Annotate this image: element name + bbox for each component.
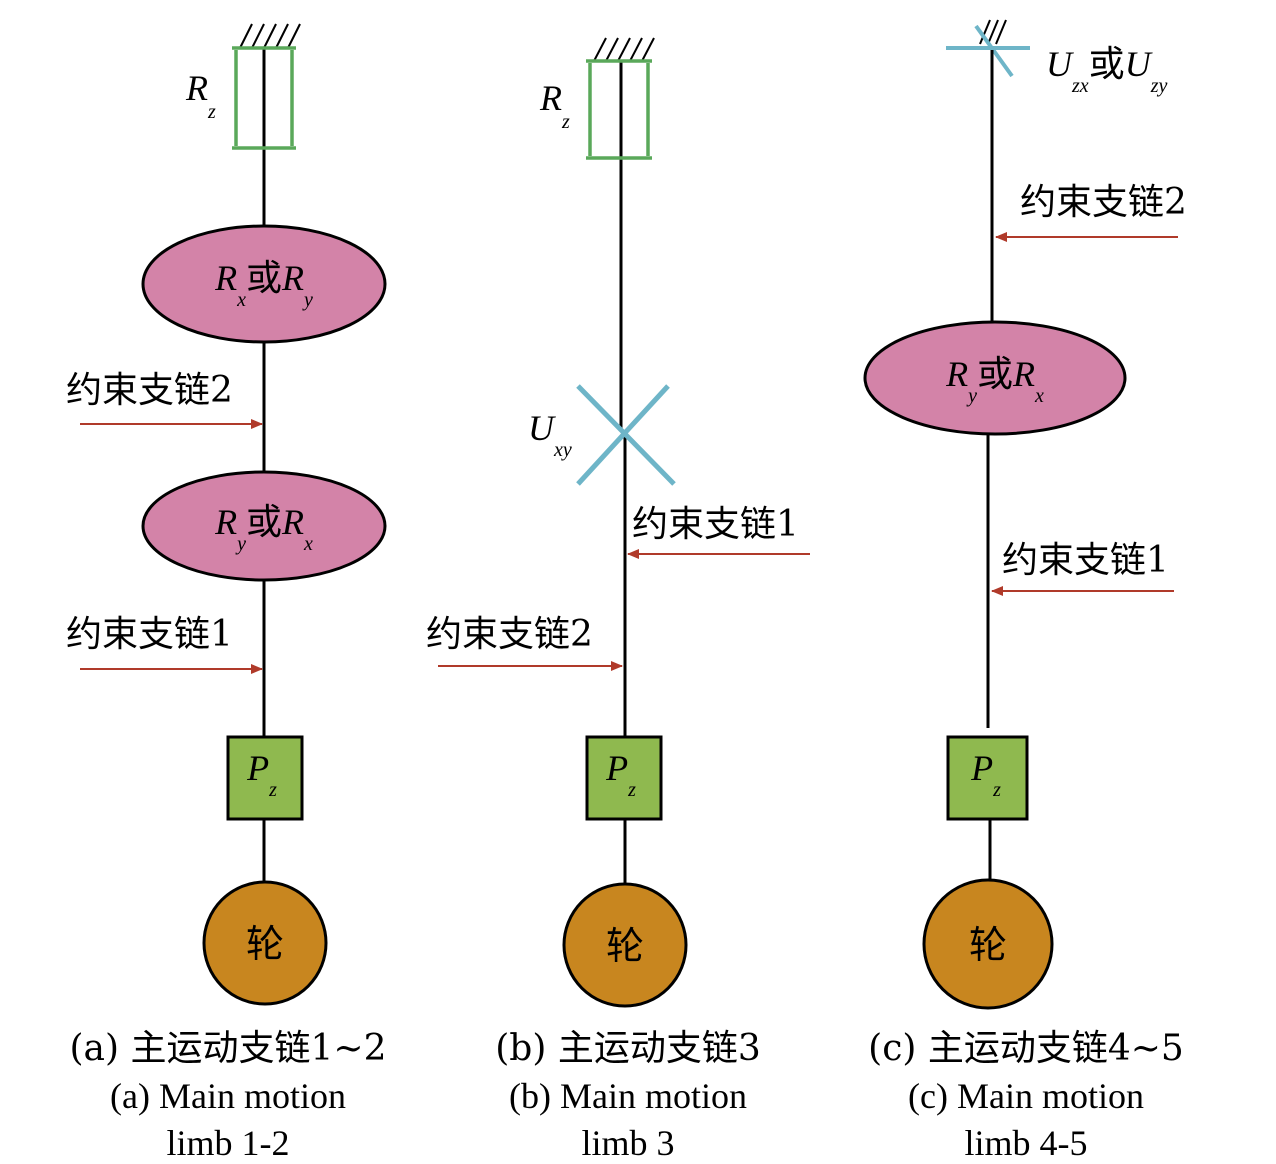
- constraint-label-lower: 约束支链1: [1002, 540, 1169, 581]
- caption-en-line1: (b) Main motion: [509, 1076, 747, 1116]
- universal-joint: [576, 384, 676, 486]
- joint-label-pz: Pz: [970, 748, 1001, 801]
- limb-link: [986, 50, 994, 882]
- ground-hatch: [979, 19, 1007, 45]
- caption-cn: (a) 主运动支链1~2: [70, 1028, 387, 1069]
- constraint-label-upper: 约束支链1: [632, 504, 799, 545]
- joint-label-upper: Rx或Ry: [214, 258, 313, 311]
- revolute-joint-xy-upper: [141, 224, 387, 344]
- panel-a: Rz Rx或Ry 约束支链2 Ry或Rx 约束支链1 Pz 轮 (a) 主运动支…: [66, 23, 387, 1163]
- joint-label-uzx-uzy: Uzx或Uzy: [1046, 44, 1167, 97]
- wheel-label: 轮: [606, 924, 644, 968]
- ground-hatch: [236, 23, 301, 49]
- revolute-joint-xy: [863, 320, 1127, 436]
- joint-label-rz: Rz: [185, 68, 216, 123]
- wheel: [562, 882, 688, 1008]
- revolute-joint-z: [232, 46, 296, 150]
- wheel: [202, 880, 328, 1006]
- prismatic-joint: [946, 735, 1029, 821]
- joint-label-pz: Pz: [605, 748, 636, 801]
- limb-link: [619, 61, 627, 884]
- caption-en-line1: (c) Main motion: [908, 1076, 1144, 1116]
- wheel-label: 轮: [246, 922, 284, 966]
- panel-c: Uzx或Uzy 约束支链2 Ry或Rx 约束支链1 Pz 轮 (c) 主运动支链…: [863, 19, 1187, 1163]
- joint-label-pz: Pz: [246, 748, 277, 801]
- joint-label-middle: Ry或Rx: [945, 354, 1044, 407]
- panel-b: Rz Uxy 约束支链1 约束支链2 Pz 轮 (b) 主运动支链3 (b) M…: [426, 37, 810, 1163]
- constraint-label-lower: 约束支链2: [426, 614, 593, 655]
- wheel: [922, 878, 1054, 1010]
- caption-cn: (b) 主运动支链3: [495, 1028, 760, 1069]
- constraint-label-upper: 约束支链2: [66, 370, 233, 411]
- caption-en-line2: limb 1-2: [167, 1123, 290, 1163]
- caption-cn: (c) 主运动支链4~5: [868, 1028, 1184, 1069]
- universal-joint: [946, 24, 1030, 78]
- revolute-joint-z: [586, 59, 652, 160]
- constraint-label-lower: 约束支链1: [66, 614, 233, 655]
- caption-en-line1: (a) Main motion: [110, 1076, 346, 1116]
- ground-hatch: [588, 37, 655, 62]
- joint-label-rz: Rz: [539, 78, 570, 133]
- joint-label-uxy: Uxy: [528, 408, 572, 461]
- constraint-label-upper: 约束支链2: [1020, 182, 1187, 223]
- prismatic-joint: [226, 735, 304, 821]
- revolute-joint-xy-lower: [141, 470, 387, 582]
- caption-en-line2: limb 4-5: [965, 1123, 1088, 1163]
- prismatic-joint: [585, 735, 663, 821]
- wheel-label: 轮: [969, 923, 1007, 967]
- caption-en-line2: limb 3: [581, 1123, 674, 1163]
- joint-label-lower: Ry或Rx: [214, 502, 313, 555]
